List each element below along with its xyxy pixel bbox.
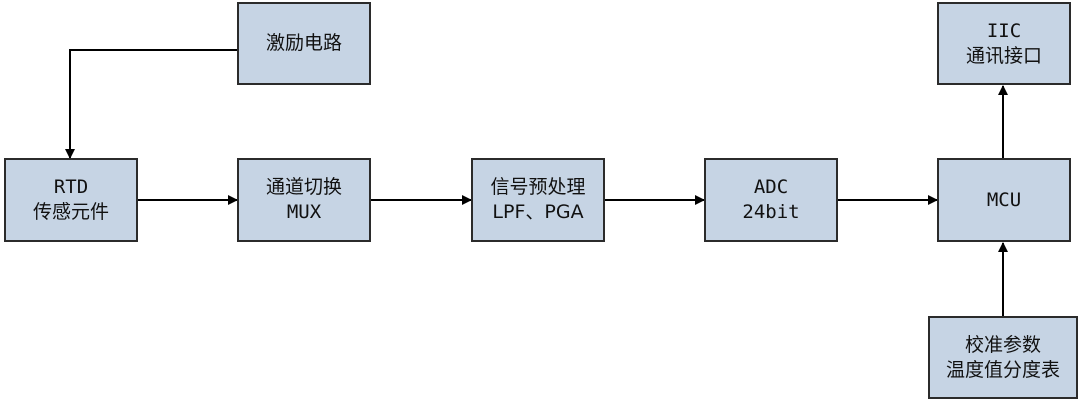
rtd-sublabel: 传感元件: [32, 201, 109, 223]
mux-label: 通道切换: [265, 176, 342, 199]
adc-label: ADC: [753, 176, 789, 199]
mux-box: 通道切换 MUX: [237, 158, 371, 242]
excitation-label: 激励电路: [265, 32, 342, 55]
calibration-box: 校准参数 温度值分度表: [928, 316, 1078, 399]
iic-sublabel: 通讯接口: [965, 44, 1042, 67]
mux-sublabel: MUX: [286, 201, 322, 223]
rtd-label: RTD: [53, 176, 89, 199]
iic-interface-box: IIC 通讯接口: [937, 2, 1071, 85]
mcu-box: MCU: [937, 158, 1071, 242]
adc-sublabel: 24bit: [742, 201, 800, 223]
edge-excitation-to-rtd: [65, 49, 237, 159]
preprocess-sublabel: LPF、PGA: [492, 201, 584, 223]
mcu-label: MCU: [986, 188, 1022, 211]
rtd-sensor-box: RTD 传感元件: [4, 158, 138, 242]
calibration-sublabel: 温度值分度表: [945, 358, 1060, 381]
iic-label: IIC: [986, 19, 1022, 42]
preprocess-box: 信号预处理 LPF、PGA: [471, 158, 605, 242]
excitation-circuit-box: 激励电路: [237, 2, 371, 85]
adc-box: ADC 24bit: [704, 158, 838, 242]
preprocess-label: 信号预处理: [490, 176, 586, 199]
calibration-label: 校准参数: [964, 333, 1041, 356]
